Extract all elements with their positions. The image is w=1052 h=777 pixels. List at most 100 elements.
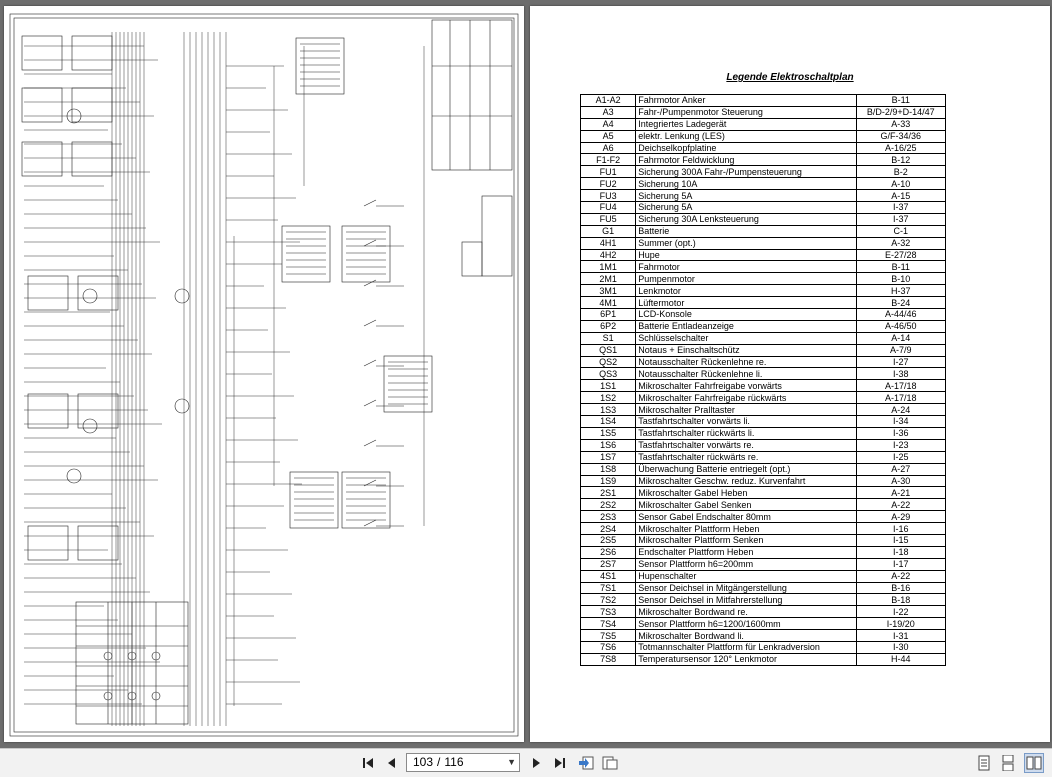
legend-description: Mikroschalter Bordwand li.: [635, 629, 857, 642]
legend-code: 2S7: [579, 557, 637, 571]
legend-location: I-18: [855, 545, 946, 559]
legend-description: Mikroschalter Bordwand re.: [635, 605, 857, 619]
legend-location: A-16/25: [855, 141, 946, 155]
legend-description: Pumpenmotor: [635, 272, 857, 286]
legend-code: 3M1: [579, 284, 637, 298]
legend-code: QS2: [579, 355, 637, 369]
legend-description: Mikroschalter Plattform Heben: [635, 522, 857, 535]
legend-code: 1S3: [579, 403, 637, 417]
legend-description: Hupenschalter: [635, 569, 857, 583]
legend-location: A-27: [855, 462, 946, 476]
legend-code: 7S5: [579, 629, 637, 642]
legend-location: B-10: [855, 272, 946, 286]
legend-location: B/D-2/9+D-14/47: [855, 105, 946, 119]
legend-description: Integriertes Ladegerät: [635, 117, 857, 131]
legend-location: A-22: [855, 498, 946, 512]
go-forward-icon[interactable]: [600, 753, 620, 773]
page-number-field[interactable]: 103 / 116 ▼: [406, 753, 520, 772]
legend-code: A4: [579, 117, 637, 131]
legend-description: Mikroschalter Geschw. reduz. Kurvenfahrt: [635, 474, 857, 488]
chevron-down-icon[interactable]: ▼: [507, 757, 516, 767]
legend-location: I-27: [855, 355, 946, 369]
legend-description: Summer (opt.): [635, 236, 857, 250]
legend-description: Schlüsselschalter: [635, 331, 857, 345]
legend-code: QS3: [579, 367, 637, 381]
first-page-icon[interactable]: [358, 753, 378, 773]
legend-code: 1S7: [579, 450, 637, 464]
legend-description: Sensor Deichsel in Mitfahrerstellung: [635, 593, 857, 607]
single-page-icon[interactable]: [974, 753, 994, 773]
legend-description: Notausschalter Rückenlehne re.: [635, 355, 857, 369]
legend-code: 7S2: [579, 593, 637, 607]
legend-description: Sicherung 5A: [635, 201, 857, 214]
legend-location: B-12: [855, 153, 946, 167]
legend-location: A-22: [855, 569, 946, 583]
legend-location: B-2: [855, 165, 946, 179]
legend-location: G/F-34/36: [855, 129, 946, 143]
legend-code: A5: [579, 129, 637, 143]
schematic-page: [4, 6, 524, 742]
legend-location: A-44/46: [855, 308, 946, 321]
last-page-icon[interactable]: [550, 753, 570, 773]
continuous-icon[interactable]: [998, 753, 1018, 773]
legend-location: I-38: [855, 367, 946, 381]
legend-location: A-46/50: [855, 319, 946, 333]
current-page: 103: [413, 755, 434, 769]
legend-code: 2S3: [579, 510, 637, 524]
legend-code: 1S9: [579, 474, 637, 488]
legend-code: 1S4: [579, 415, 637, 428]
legend-code: 7S6: [579, 640, 637, 654]
page-separator: /: [437, 755, 441, 769]
go-back-icon[interactable]: [576, 753, 596, 773]
legend-description: Lüftermotor: [635, 296, 857, 310]
legend-description: Totmannschalter Plattform für Lenkradver…: [635, 640, 857, 654]
legend-description: Tastfahrtschalter rückwärts re.: [635, 450, 857, 464]
legend-code: QS1: [579, 343, 637, 357]
legend-location: I-25: [855, 450, 946, 464]
legend-description: Sicherung 5A: [635, 189, 857, 203]
legend-location: I-22: [855, 605, 946, 619]
legend-location: H-37: [855, 284, 946, 298]
legend-description: Notausschalter Rückenlehne li.: [635, 367, 857, 381]
legend-location: A-24: [855, 403, 946, 417]
legend-location: I-17: [855, 557, 946, 571]
legend-location: B-18: [855, 593, 946, 607]
next-page-icon[interactable]: [526, 753, 546, 773]
legend-location: E-27/28: [855, 248, 946, 262]
legend-description: Sensor Gabel Endschalter 80mm: [635, 510, 857, 524]
legend-code: 2S2: [579, 498, 637, 512]
prev-page-icon[interactable]: [382, 753, 402, 773]
legend-location: A-17/18: [855, 379, 946, 393]
facing-pages-icon[interactable]: [1024, 753, 1044, 773]
legend-description: Hupe: [635, 248, 857, 262]
legend-location: A-29: [855, 510, 946, 524]
legend-description: Lenkmotor: [635, 284, 857, 298]
legend-location: I-31: [855, 629, 946, 642]
legend-description: Tastfahrtschalter vorwärts li.: [635, 415, 857, 428]
legend-description: Sicherung 30A Lenksteuerung: [635, 212, 857, 226]
